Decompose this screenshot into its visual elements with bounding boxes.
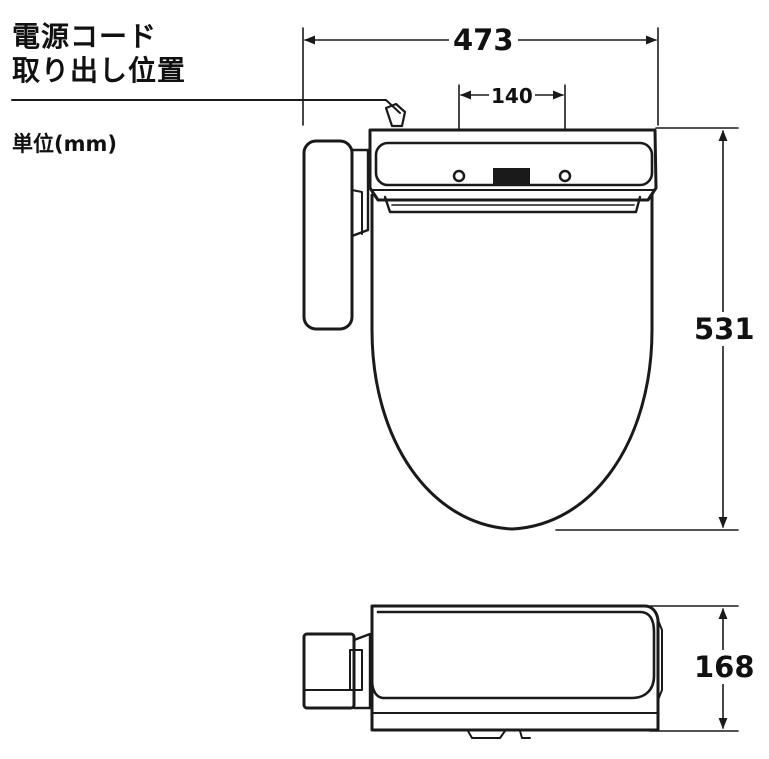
- power-cord-leader-line: [11, 99, 407, 128]
- power-cord-label-line1: 電源コード: [12, 20, 158, 53]
- power-cord-position-label: 電源コード 取り出し位置: [12, 20, 186, 88]
- hole-spacing-value: 140: [489, 84, 535, 108]
- side-view: [302, 604, 663, 739]
- top-view: [302, 128, 658, 531]
- unit-label: 単位(mm): [12, 132, 117, 156]
- depth-dimension-value: 531: [690, 312, 759, 346]
- height-dimension-value: 168: [690, 650, 759, 684]
- width-dimension-value: 473: [449, 23, 518, 57]
- power-cord-label-line2: 取り出し位置: [12, 54, 187, 88]
